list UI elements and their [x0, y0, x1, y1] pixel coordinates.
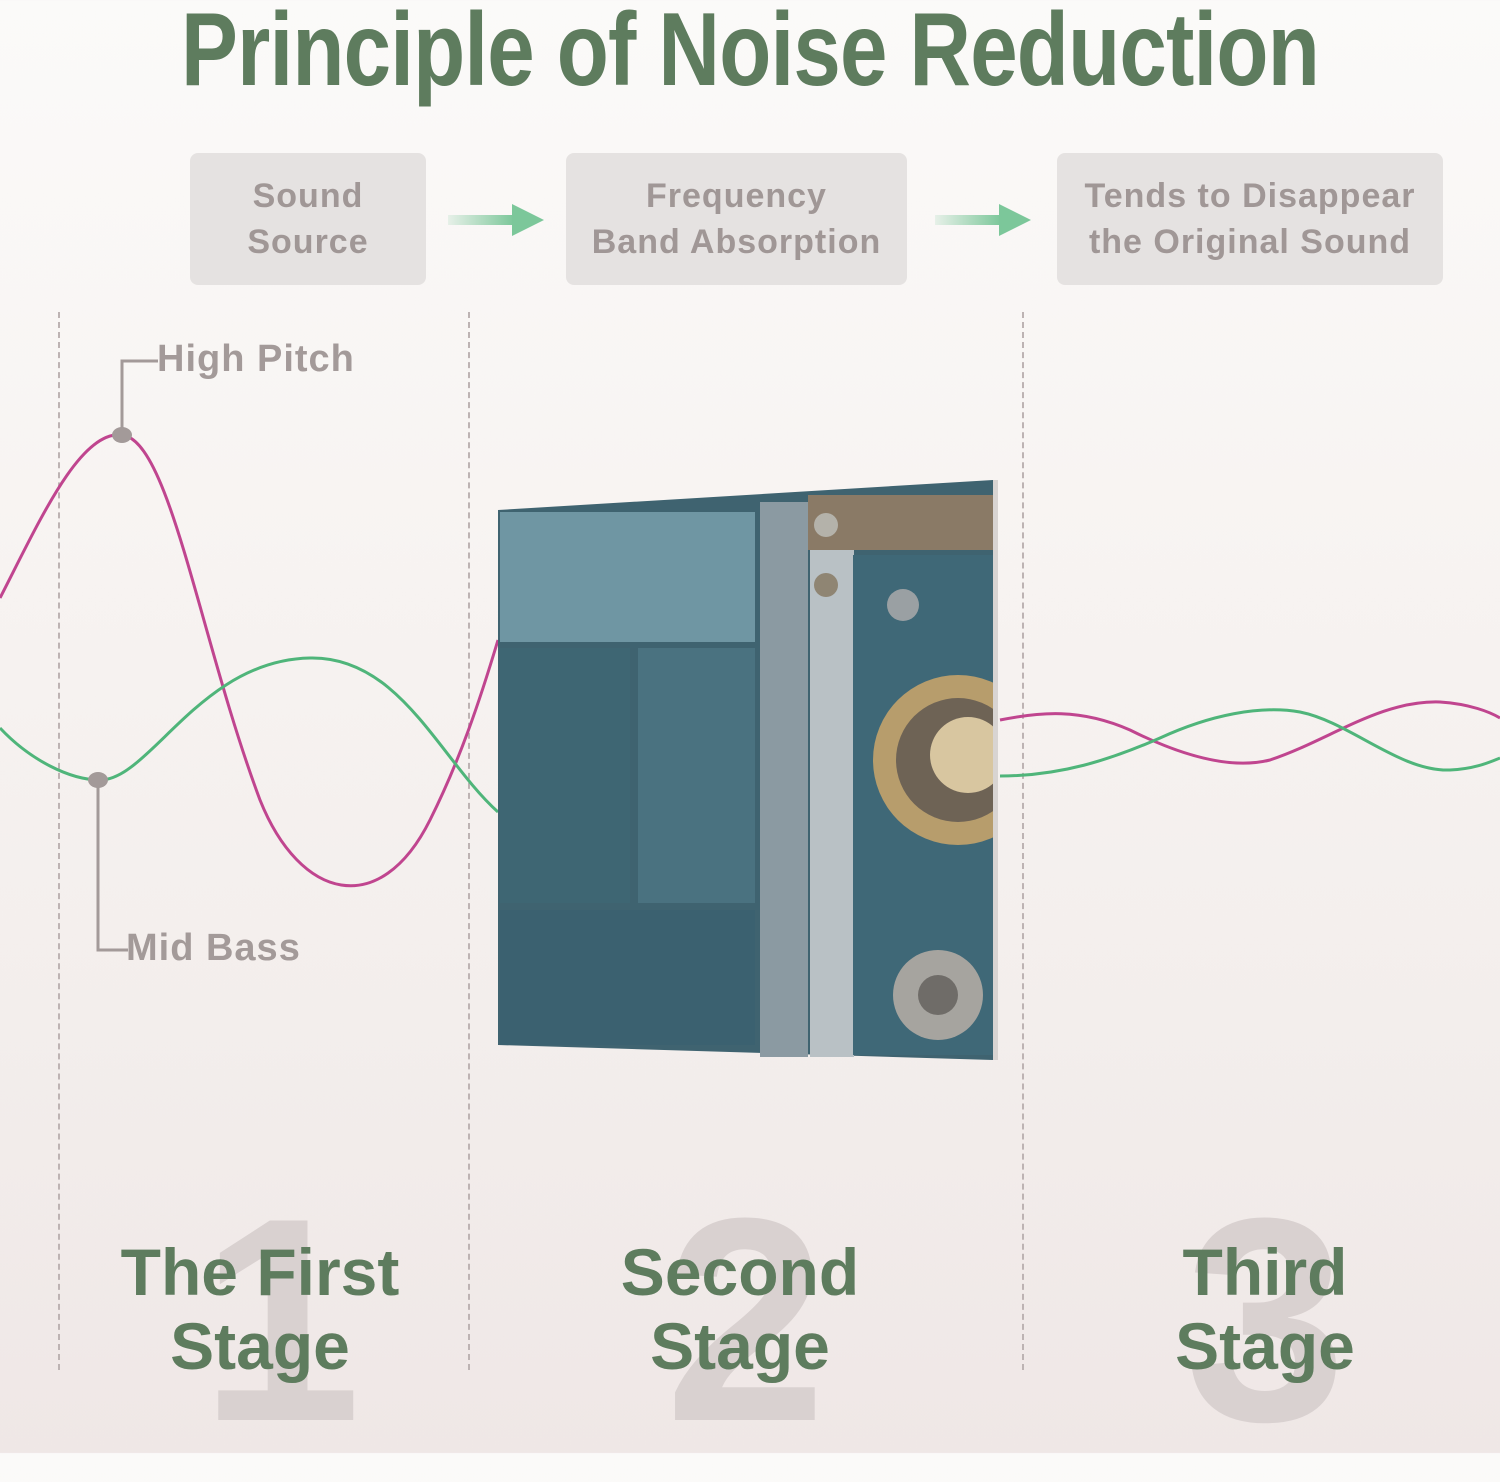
divider-line	[468, 312, 470, 1370]
step-line2: Band Absorption	[591, 223, 882, 261]
arrow-right-icon	[935, 204, 1031, 236]
step-box-sound-source: Sound Source	[190, 153, 426, 285]
mid-bass-label: Mid Bass	[126, 927, 301, 969]
acoustic-panel-image	[498, 480, 998, 1060]
step-box-frequency-absorption: Frequency Band Absorption	[566, 153, 907, 285]
stage-number-2: 2	[665, 1158, 827, 1482]
high-pitch-label: High Pitch	[157, 338, 355, 380]
step-line1: Sound	[252, 177, 364, 215]
stage-1-label: The First Stage	[60, 1235, 460, 1383]
arrow-right-icon	[448, 204, 544, 236]
stage-line1: Second	[620, 1235, 860, 1309]
stage-number-1: 1	[200, 1158, 362, 1482]
mid-bass-wave	[0, 656, 500, 814]
stage-line1: Third	[1182, 1235, 1348, 1309]
mid-bass-leader	[96, 780, 128, 952]
stage-line2: Stage	[650, 1309, 830, 1383]
stage-line2: Stage	[170, 1309, 350, 1383]
stage-number-3: 3	[1185, 1158, 1347, 1482]
stage-line1: The First	[120, 1235, 400, 1309]
high-pitch-leader	[120, 359, 158, 435]
stage-3-label: Third Stage	[1065, 1235, 1465, 1383]
page-title: Principle of Noise Reduction	[181, 0, 1320, 108]
stage-2-label: Second Stage	[540, 1235, 940, 1383]
high-pitch-wave-reduced	[999, 700, 1500, 765]
divider-line	[1022, 312, 1024, 1370]
step-line2: the Original Sound	[1088, 223, 1412, 261]
step-line1: Frequency	[646, 177, 827, 215]
step-line2: Source	[247, 223, 369, 261]
high-pitch-wave	[0, 433, 500, 888]
step-box-disappear: Tends to Disappear the Original Sound	[1057, 153, 1443, 285]
mid-bass-wave-reduced	[999, 708, 1500, 778]
step-line1: Tends to Disappear	[1084, 177, 1416, 215]
divider-line	[58, 312, 60, 1370]
stage-line2: Stage	[1175, 1309, 1355, 1383]
